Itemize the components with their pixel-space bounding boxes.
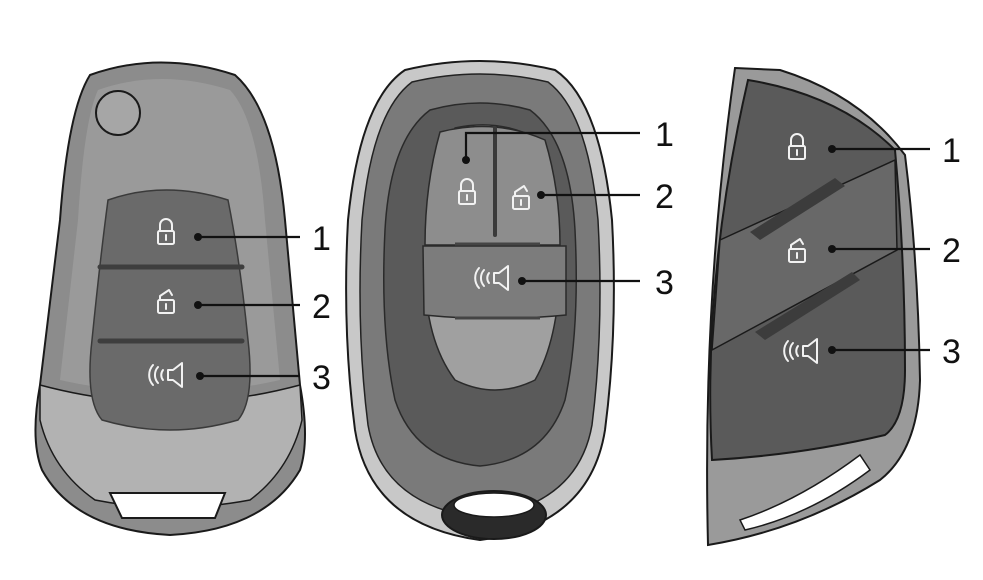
oval-key-callout-1: 1 (655, 116, 674, 154)
blade-smart-key: 1 2 3 (706, 66, 961, 547)
flip-key-ring-slot (108, 492, 227, 519)
blade-key-ring-slot (738, 453, 872, 531)
flip-key-callout-3: 3 (312, 359, 331, 397)
flip-key-callout-1: 1 (312, 220, 331, 258)
oval-smart-key: 1 2 3 (345, 60, 674, 542)
flip-key: 1 2 3 (34, 61, 331, 537)
oval-key-callout-2: 2 (655, 178, 674, 216)
blade-key-callout-3: 3 (942, 333, 961, 371)
blade-key-callout-2: 2 (942, 232, 961, 270)
flip-key-button-panel (89, 189, 251, 431)
flip-key-release-button (95, 90, 141, 136)
blade-key-callout-1: 1 (942, 132, 961, 170)
oval-key-callout-3: 3 (655, 264, 674, 302)
flip-key-callout-2: 2 (312, 288, 331, 326)
